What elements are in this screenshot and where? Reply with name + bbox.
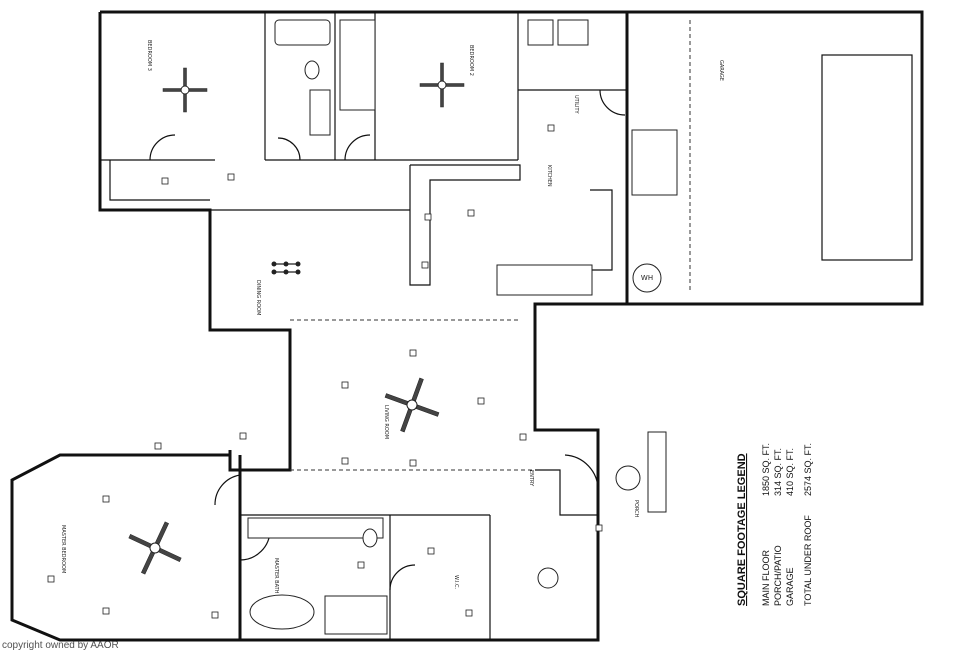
master-shower: [324, 595, 388, 635]
legend-row-main-floor-value: 1850 SQ. FT.: [761, 443, 771, 496]
ceiling-fan-bedroom3: [162, 67, 208, 113]
porch-planter: [647, 431, 667, 513]
label-porch: PORCH: [633, 500, 639, 518]
label-living: LIVING ROOM: [383, 405, 389, 439]
ceiling-fan-living: [384, 377, 440, 433]
legend-total-value: 2574 SQ. FT.: [803, 443, 813, 496]
label-utility: UTILITY: [573, 95, 579, 115]
door-swing-bedroom3: [149, 134, 176, 161]
entry-light: [537, 567, 559, 589]
legend-row-main-floor-label: MAIN FLOOR: [761, 549, 771, 606]
entry-closet-wall: [535, 469, 598, 516]
legend-row-porch-label: PORCH/PATIO: [773, 545, 783, 606]
label-wic: W.I.C.: [453, 575, 459, 590]
label-master-bath: MASTER BATH: [273, 558, 279, 594]
master-tub: [249, 594, 315, 630]
door-swing-utility: [599, 89, 626, 116]
porch-post: [615, 465, 641, 491]
exterior-wall-west-upper: [98, 12, 292, 472]
door-swing-closet: [389, 564, 416, 591]
legend-row-garage-value: 410 SQ. FT.: [785, 448, 795, 496]
master-vanity: [247, 517, 384, 539]
water-heater: [632, 263, 662, 293]
label-garage: GARAGE: [718, 60, 724, 81]
legend-total-label: TOTAL UNDER ROOF: [803, 515, 813, 606]
label-kitchen: KITCHEN: [546, 165, 552, 187]
door-swing-master: [214, 474, 241, 506]
kitchen-counter: [409, 164, 521, 286]
shower-bedroom2: [339, 19, 376, 111]
garage-stair: [631, 129, 678, 196]
label-entry: ENTRY: [528, 470, 534, 487]
copyright-notice: copyright owned by AAOR: [2, 640, 119, 651]
exterior-wall-north-wing: [100, 10, 924, 642]
legend-title: SQUARE FOOTAGE LEGEND: [736, 453, 748, 606]
master-toilet: [362, 528, 378, 548]
door-swing-entry: [564, 454, 599, 491]
recessed-lights: [47, 124, 603, 619]
washer: [527, 19, 554, 46]
track-light-bar: [271, 261, 301, 275]
toilet-hall-bath: [304, 60, 320, 80]
label-bedroom3: BEDROOM 3: [146, 40, 152, 71]
garage-parking-outline: [821, 54, 913, 261]
legend-row-porch-value: 314 SQ. FT.: [773, 448, 783, 496]
water-heater-label: WH: [641, 274, 653, 282]
dryer: [557, 19, 589, 46]
ceiling-fan-bedroom2: [419, 62, 465, 108]
kitchen-counter-east: [590, 189, 613, 271]
door-swing-bedroom2: [344, 134, 371, 161]
bedroom3-window-seat: [109, 160, 210, 201]
label-bedroom2: BEDROOM 2: [468, 45, 474, 76]
legend-row-garage-label: GARAGE: [785, 567, 795, 606]
hall-bathtub: [274, 19, 331, 46]
kitchen-sink-block: [496, 264, 593, 296]
vanity-hall-bath: [309, 89, 331, 136]
label-dining: DINING ROOM: [255, 280, 261, 315]
label-master: MASTER BEDROOM: [60, 525, 66, 573]
master-bay-wall: [10, 453, 240, 642]
square-footage-legend: SQUARE FOOTAGE LEGEND MAIN FLOOR 1850 SQ…: [736, 443, 813, 606]
ceiling-fan-master: [128, 521, 182, 575]
door-swing-bath: [277, 137, 301, 161]
